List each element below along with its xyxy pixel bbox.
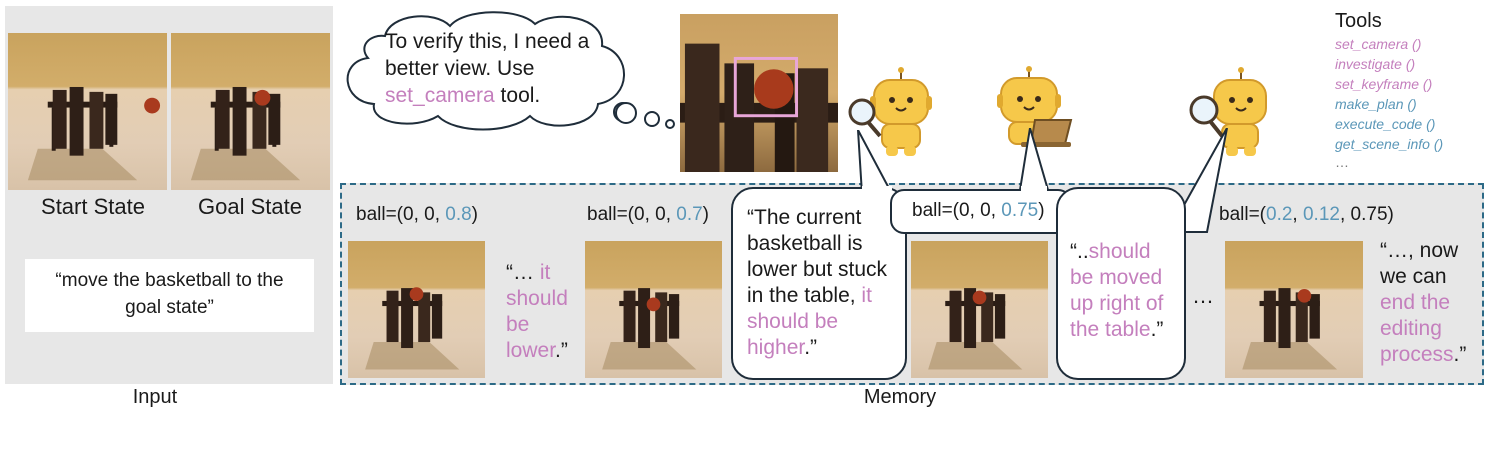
camera-view-image <box>680 14 838 172</box>
memory-step-1-image <box>348 241 485 378</box>
memory-step-3-coords-box: ball=(0, 0, 0.75) <box>890 189 1072 234</box>
memory-step-1-coords: ball=(0, 0, 0.8) <box>356 204 478 225</box>
thought-dots <box>615 102 675 129</box>
thought-tool-name: set_camera <box>385 84 495 107</box>
feedback-bubble-1: “The current basketball is lower but stu… <box>731 187 907 380</box>
step-3-tail-cover <box>1021 186 1047 192</box>
robot-investigate-icon-2 <box>1189 67 1267 156</box>
tool-set-keyframe: set_keyframe () <box>1335 76 1433 92</box>
coord-z-value: 0.8 <box>445 204 472 225</box>
thought-text: To verify this, I need a better view. Us… <box>385 28 625 109</box>
feedback-bubble-1-tail-cover <box>862 186 892 190</box>
thought-tool-suffix: tool. <box>494 84 541 107</box>
coord-z-value: 0.7 <box>676 204 703 225</box>
memory-step-1-comment: “… it should be lower.” <box>506 261 568 362</box>
instruction-box: “move the basketball to the goal state” <box>25 259 314 332</box>
input-caption: Input <box>132 386 178 408</box>
memory-step-4-comment: “…, now we can end the editing process.” <box>1380 239 1467 366</box>
memory-step-3-image <box>911 241 1048 378</box>
start-state-image <box>8 33 167 190</box>
coord-y-value: 0.12 <box>1302 204 1340 225</box>
feedback-bubble-2-tail-cover <box>1171 231 1184 243</box>
tool-investigate: investigate () <box>1335 56 1416 72</box>
tools-ellipsis: … <box>1335 154 1349 170</box>
feedback-bubble-2: “..should be moved up right of the table… <box>1056 187 1186 380</box>
start-state-label: Start State <box>41 194 145 219</box>
instruction-text: “move the basketball to the goal state” <box>55 270 284 318</box>
memory-step-2-image <box>585 241 722 378</box>
coord-x-value: 0.2 <box>1266 204 1293 225</box>
thought-line-1: To verify this, I need a <box>385 30 590 53</box>
memory-step-4-coords: ball=(0.2, 0.12, 0.75) <box>1219 204 1394 225</box>
tool-get-scene-info: get_scene_info () <box>1335 136 1444 152</box>
step-3-tail <box>1018 128 1050 191</box>
tool-set-camera: set_camera () <box>1335 36 1422 52</box>
memory-step-2-coords: ball=(0, 0, 0.7) <box>587 204 709 225</box>
memory-step-4-image <box>1225 241 1363 378</box>
robot-investigate-icon <box>848 67 932 156</box>
tools-panel: Tools set_camera () investigate () set_k… <box>1335 8 1495 170</box>
tool-make-plan: make_plan () <box>1335 96 1417 112</box>
goal-state-image <box>171 33 330 190</box>
memory-ellipsis: … <box>1192 283 1214 308</box>
tool-execute-code: execute_code () <box>1335 116 1436 132</box>
memory-caption: Memory <box>863 386 937 408</box>
thought-line-2: better view. Use <box>385 57 535 80</box>
goal-state-label: Goal State <box>198 194 302 219</box>
tools-title: Tools <box>1335 10 1382 32</box>
coord-z-value: 0.75 <box>1001 200 1039 221</box>
